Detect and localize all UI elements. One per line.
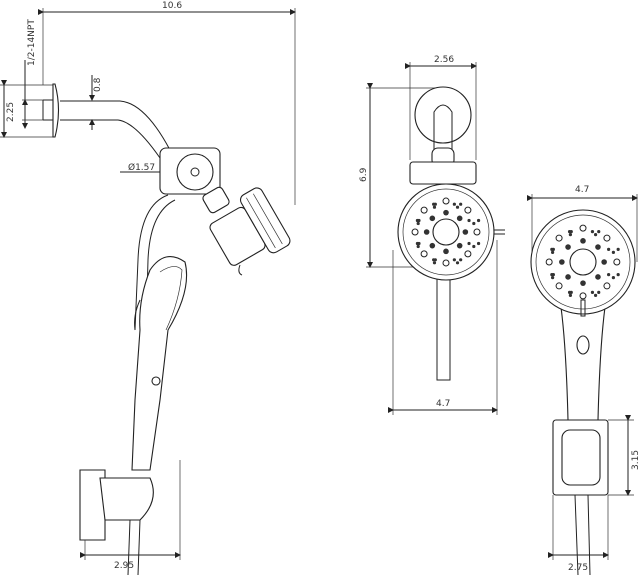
- nozzle: [580, 238, 586, 244]
- nozzle: [568, 293, 573, 297]
- dim-ball-joint: Ø1.57: [128, 162, 155, 173]
- nozzle: [593, 293, 598, 297]
- nozzle: [597, 290, 601, 294]
- nozzle: [559, 259, 565, 265]
- nozzle: [411, 228, 419, 236]
- dim-thread: 1/2-14NPT: [27, 19, 37, 66]
- nozzle: [423, 229, 430, 235]
- nozzle: [555, 282, 563, 290]
- dim-front-height: 6.9: [359, 167, 369, 182]
- nozzle: [601, 259, 607, 265]
- dim-arm-diameter: 0.8: [93, 77, 103, 92]
- nozzle: [593, 233, 598, 237]
- nozzle: [472, 244, 476, 249]
- nozzle: [415, 218, 420, 223]
- nozzle: [429, 215, 436, 222]
- nozzle: [607, 272, 611, 277]
- nozzle: [579, 224, 587, 232]
- handheld-front-view: 4.7 3.15 2.75: [527, 185, 640, 576]
- nozzle: [590, 290, 595, 294]
- nozzle: [467, 218, 471, 223]
- nozzle: [476, 241, 481, 246]
- nozzle: [579, 292, 587, 300]
- nozzle: [432, 261, 437, 265]
- nozzle: [459, 258, 463, 262]
- nozzle: [455, 261, 460, 265]
- nozzle: [545, 258, 553, 266]
- wall-flange-front: [414, 86, 472, 144]
- nozzle: [433, 258, 437, 262]
- nozzle: [607, 247, 611, 252]
- nozzle: [442, 259, 450, 267]
- nozzle: [613, 258, 621, 266]
- nozzle: [464, 206, 472, 214]
- nozzle: [462, 229, 469, 235]
- nozzle: [416, 244, 420, 249]
- nozzle: [569, 290, 573, 294]
- ball-joint: [176, 153, 214, 191]
- nozzle: [569, 230, 573, 234]
- nozzle: [473, 228, 481, 236]
- front-view: 2.56 6.9 4.7: [359, 55, 505, 415]
- nozzle: [415, 241, 420, 246]
- nozzle: [611, 250, 615, 255]
- nozzle: [555, 234, 563, 242]
- dim-flange-height: 2.25: [6, 102, 16, 122]
- nozzle: [616, 247, 620, 252]
- nozzle: [420, 206, 428, 214]
- nozzle: [472, 221, 476, 226]
- nozzle: [456, 242, 463, 249]
- dim-overall-width: 10.6: [162, 1, 182, 11]
- nozzle: [551, 275, 555, 280]
- nozzle: [611, 275, 615, 280]
- nozzle: [551, 250, 555, 255]
- nozzle: [456, 215, 463, 222]
- nozzle: [452, 258, 456, 262]
- holder-front: [552, 419, 609, 576]
- handheld-shower-side: [131, 256, 188, 471]
- dim-mount-width: 2.56: [434, 55, 454, 65]
- hose: [134, 194, 176, 331]
- wall-flange: [52, 83, 60, 138]
- nozzle: [459, 202, 463, 206]
- nozzle: [565, 244, 571, 250]
- nozzle: [464, 250, 472, 258]
- nozzle: [550, 247, 554, 252]
- dim-holder-width-side: 2.95: [114, 561, 134, 571]
- nozzle: [580, 280, 586, 286]
- side-view: 10.6 1/2-14NPT 2.25 0.8 Ø1.57: [0, 1, 296, 576]
- nozzle: [442, 197, 450, 205]
- nozzle: [603, 282, 611, 290]
- nozzle: [597, 230, 601, 234]
- nozzle: [595, 274, 601, 280]
- dim-hand-head-width: 4.7: [575, 185, 589, 195]
- nozzle: [455, 205, 460, 209]
- nozzle: [429, 242, 436, 249]
- nozzle: [416, 221, 420, 226]
- nozzle: [590, 230, 595, 234]
- nozzle: [467, 241, 471, 246]
- nozzle: [616, 272, 620, 277]
- nozzle: [420, 250, 428, 258]
- holder-side: [79, 469, 154, 576]
- nozzle: [443, 209, 449, 216]
- nozzle: [603, 234, 611, 242]
- nozzle: [568, 233, 573, 237]
- shower-arm: [60, 100, 171, 159]
- nozzle: [476, 218, 481, 223]
- nozzle: [565, 274, 571, 280]
- nozzle: [432, 205, 437, 209]
- nozzle: [433, 202, 437, 206]
- nozzle: [443, 248, 449, 255]
- fixed-shower-head-side: [209, 187, 291, 266]
- dim-holder-height: 3.15: [631, 450, 640, 470]
- dim-front-head-width: 4.7: [436, 399, 450, 409]
- dim-holder-width: 2.75: [568, 563, 588, 573]
- handheld-handle: [559, 299, 607, 421]
- nozzle: [550, 272, 554, 277]
- nozzle: [452, 202, 456, 206]
- nozzle: [595, 244, 601, 250]
